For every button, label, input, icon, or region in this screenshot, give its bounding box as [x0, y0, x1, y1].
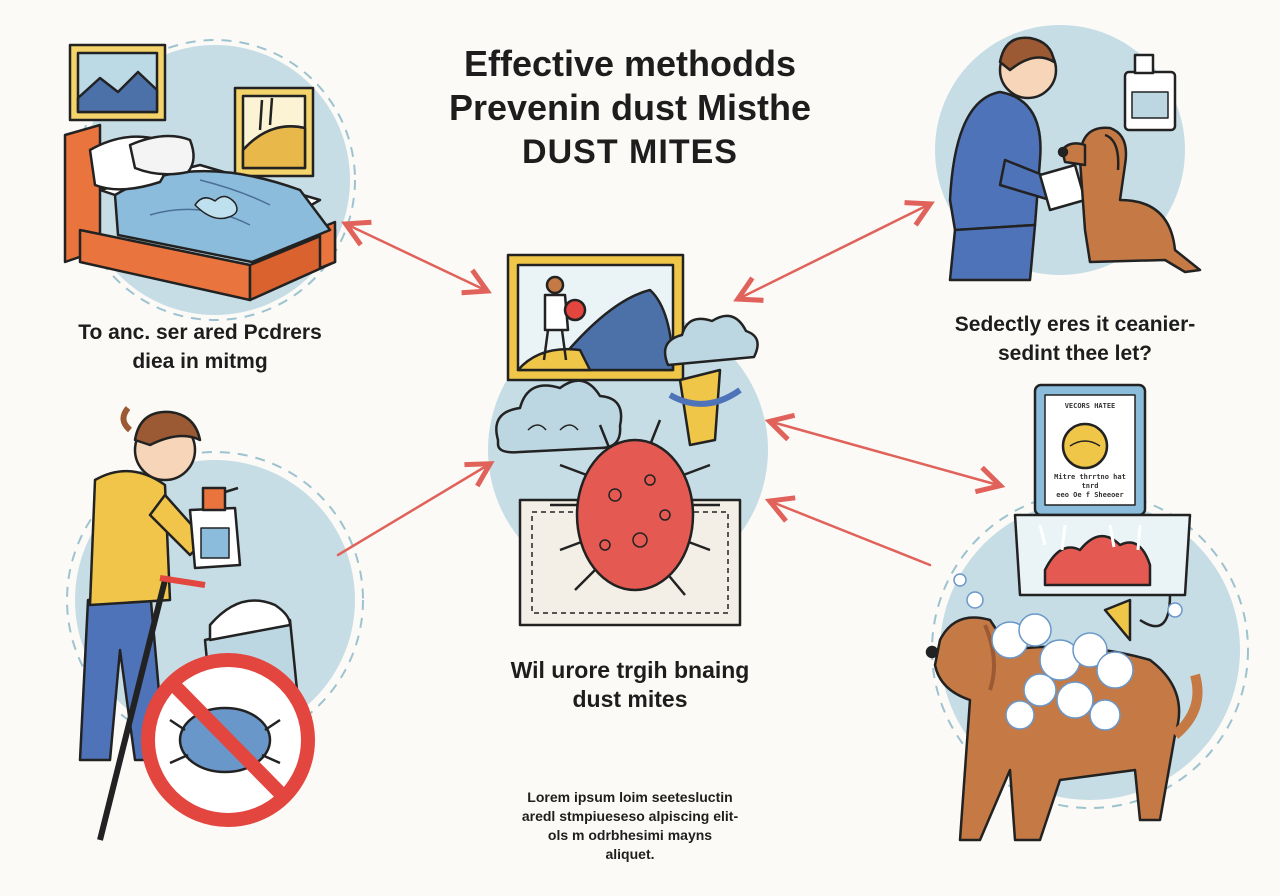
footnote-line-2: aredl stmpiueseso alpiscing elit- [521, 808, 739, 824]
caption-top-right-line-1: Sedectly eres it ceanier- [954, 313, 1196, 336]
arrow-top-right [740, 205, 928, 298]
footnote-line-1: Lorem ipsum loim seetesluctin [527, 789, 733, 805]
product-label-body-2: eeo Oe f Sheeoer [1056, 491, 1124, 499]
caption-center: Wil urore trgih bnaing dust mites [460, 656, 800, 714]
arrow-lower-right [772, 502, 932, 567]
footnote-line-3: ols m odrbhesimi mayns [547, 827, 713, 843]
connector-arrows [336, 205, 998, 567]
arrow-top-left [348, 225, 485, 290]
dust-mite-scene-icon [495, 253, 759, 627]
title-line-3: DUST MITES [522, 133, 738, 171]
vacuum-spray-scene-icon [78, 406, 315, 841]
caption-top-left: To anc. ser ared Pcdrers diea in mitmg [40, 318, 360, 376]
pet-brushing-scene-icon [948, 36, 1202, 282]
product-label-heading: VECORS HATEE [1064, 402, 1116, 410]
bubbles [953, 573, 1183, 731]
arrow-bottom-left [336, 465, 488, 557]
caption-center-line-1: Wil urore trgih bnaing [510, 657, 750, 683]
caption-top-right: Sedectly eres it ceanier- sedint thee le… [905, 310, 1245, 368]
footnote-text: Lorem ipsum loim seetesluctin aredl stmp… [470, 788, 790, 864]
laundry-dog-bath-scene-icon [925, 383, 1203, 842]
footnote-line-4: aliquet. [605, 846, 655, 862]
arrow-mid-right [772, 422, 998, 485]
dust-mite-icon [550, 419, 720, 596]
title-line-1: Effective methodds [463, 43, 797, 84]
product-label: VECORS HATEE Mitre thrrtno hat tnrd eeo … [1045, 398, 1135, 500]
product-label-body-1: Mitre thrrtno hat tnrd [1054, 473, 1126, 490]
caption-top-left-line-2: diea in mitmg [132, 350, 268, 373]
caption-center-line-2: dust mites [572, 686, 688, 712]
bed-scene-icon [63, 43, 337, 302]
title-line-2: Prevenin dust Misthe [448, 87, 812, 128]
infographic-title: Effective methodds Prevenin dust Misthe … [380, 42, 880, 174]
caption-top-left-line-1: To anc. ser ared Pcdrers [78, 321, 322, 344]
caption-top-right-line-2: sedint thee let? [997, 342, 1153, 365]
